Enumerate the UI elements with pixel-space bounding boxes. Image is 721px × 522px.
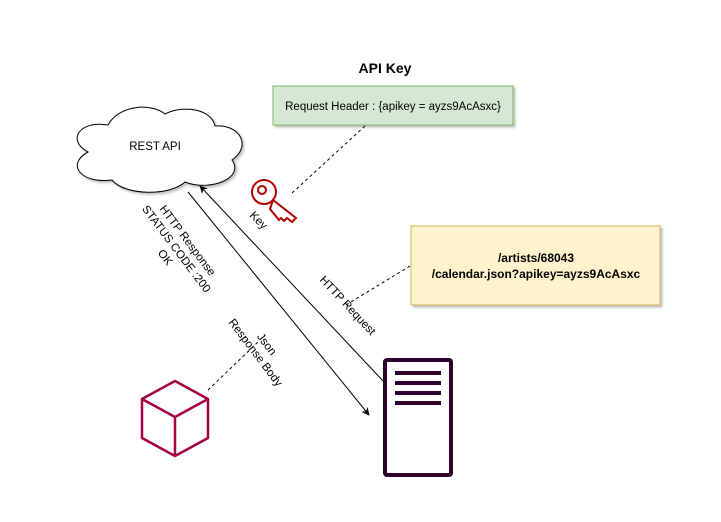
request-header-box: Request Header : {apikey = ayzs9AcAsxc} (272, 85, 514, 126)
diagram-title: API Key (359, 60, 412, 76)
cube-icon (140, 379, 210, 458)
http-request-arrow (199, 185, 385, 383)
json-labels: Json Response Body (226, 317, 285, 389)
http-response-arrow (187, 191, 370, 416)
key-icon (251, 179, 298, 224)
http-response-labels: HTTP Response STATUS CODE :200 OK (139, 204, 217, 296)
request-header-text: Request Header : {apikey = ayzs9AcAsxc} (285, 101, 501, 113)
connector-header-key (291, 125, 366, 194)
server-icon (383, 358, 453, 477)
json-line2: Response Body (226, 317, 285, 389)
http-request-label: HTTP Request (317, 274, 378, 338)
cloud-icon: REST API (76, 106, 243, 193)
connector-note-request (345, 265, 411, 306)
url-note-box: /artists/68043 /calendar.json?apikey=ayz… (410, 225, 661, 306)
key-label: Key (247, 210, 270, 233)
url-line2: /calendar.json?apikey=ayzs9AcAsxc (432, 267, 641, 281)
url-line1: /artists/68043 (498, 251, 574, 265)
cloud-label: REST API (129, 141, 181, 153)
